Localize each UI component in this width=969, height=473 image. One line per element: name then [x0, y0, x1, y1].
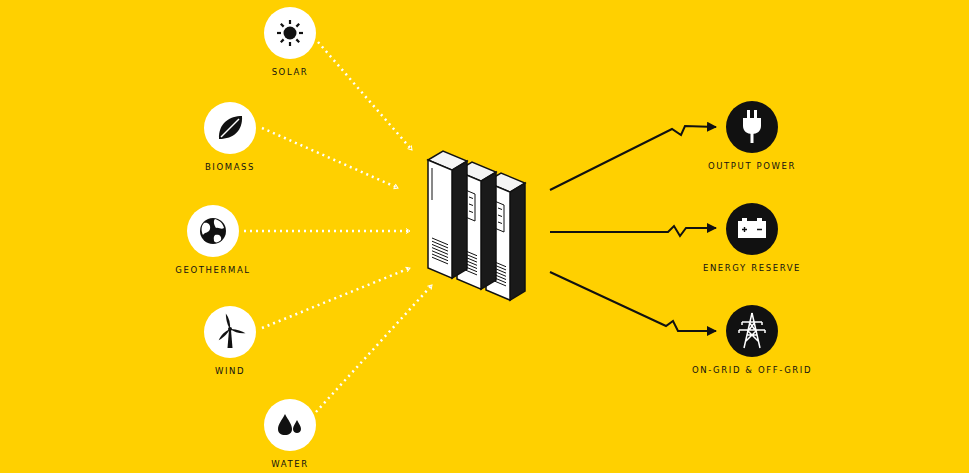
source-node: ENERGY RESERVE: [703, 202, 801, 273]
icon-circle: [203, 305, 257, 359]
input-arrow: [316, 285, 432, 412]
source-node: GEOTHERMAL: [175, 204, 250, 275]
input-arrows: [244, 42, 432, 412]
icon-circle: [186, 204, 240, 258]
icon-circle: [725, 100, 779, 154]
node-label: WIND: [215, 366, 245, 376]
source-node: ON-GRID & OFF-GRID: [692, 304, 812, 375]
node-label: ON-GRID & OFF-GRID: [692, 365, 812, 375]
inverter-cabinets: [428, 151, 525, 300]
node-label: GEOTHERMAL: [175, 265, 250, 275]
node-label: SOLAR: [272, 67, 309, 77]
cabinet: [428, 151, 467, 278]
icon-circle: [725, 304, 779, 358]
input-arrow: [262, 128, 398, 188]
source-node: WATER: [263, 398, 317, 469]
output-arrow: [550, 126, 716, 190]
node-label: ENERGY RESERVE: [703, 263, 801, 273]
source-node: BIOMASS: [203, 101, 257, 172]
icon-circle: [203, 101, 257, 155]
node-label: WATER: [271, 459, 309, 469]
node-label: OUTPUT POWER: [708, 161, 796, 171]
output-arrows: [550, 126, 716, 331]
input-arrow: [244, 230, 410, 233]
output-arrow: [550, 226, 716, 236]
input-arrow: [318, 42, 412, 150]
source-node: WIND: [203, 305, 257, 376]
source-node: SOLAR: [263, 6, 317, 77]
source-node: OUTPUT POWER: [708, 100, 796, 171]
icon-circle: [263, 398, 317, 452]
icon-circle: [263, 6, 317, 60]
input-arrow: [262, 268, 410, 328]
node-label: BIOMASS: [205, 162, 255, 172]
icon-circle: [725, 202, 779, 256]
output-arrow: [550, 272, 716, 331]
